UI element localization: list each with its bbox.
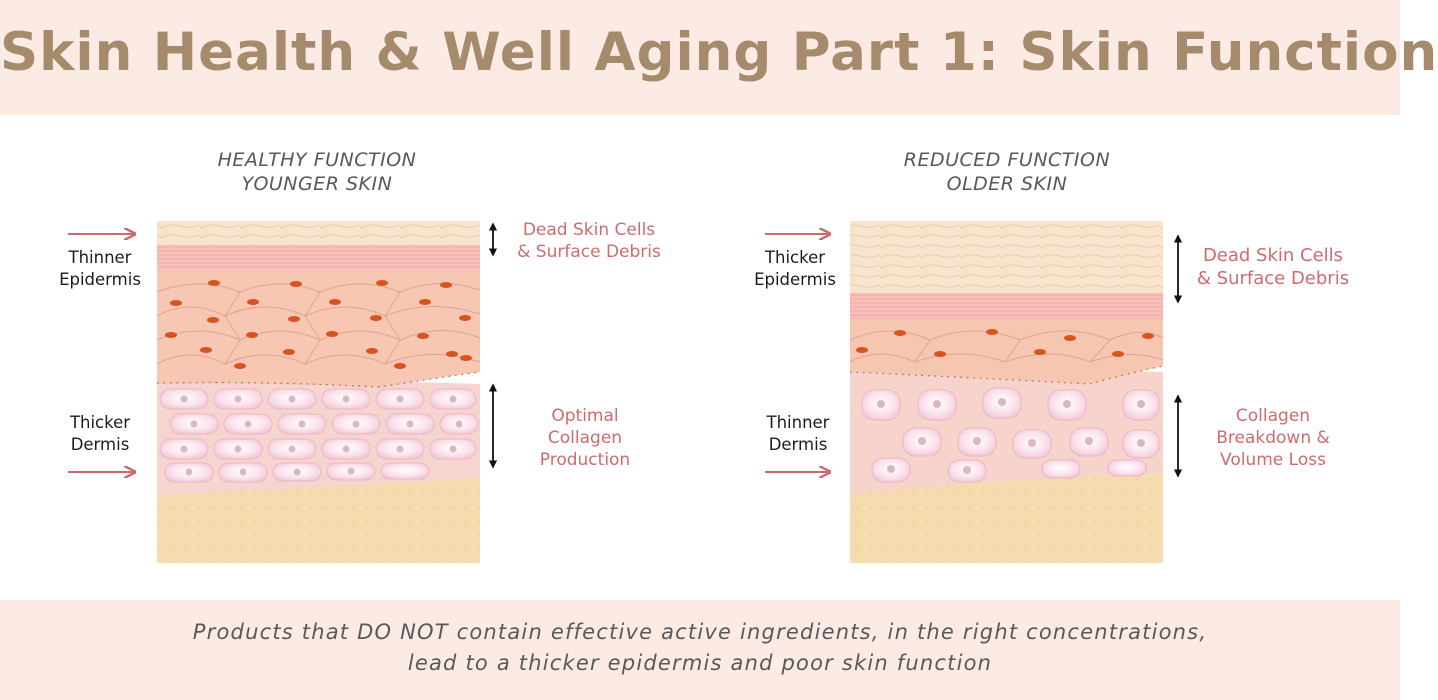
right-surface-layer xyxy=(850,221,1163,293)
footer-banner xyxy=(0,600,1400,700)
left-skin-cross-section xyxy=(156,221,481,563)
left-epidermis-label-line1: Thinner xyxy=(68,248,132,267)
right-surface-note: Dead Skin Cells & Surface Debris xyxy=(1183,244,1363,290)
left-collagen-note-line3: Production xyxy=(539,450,631,470)
header-banner xyxy=(0,0,1400,115)
right-collagen-note-line3: Volume Loss xyxy=(1220,450,1326,470)
right-heading-line1: REDUCED FUNCTION xyxy=(903,149,1111,171)
right-stratum-band xyxy=(850,292,1163,319)
left-epidermis-label-line2: Epidermis xyxy=(59,270,141,289)
skin-diagrams xyxy=(68,221,1183,563)
left-surface-note-line2: & Surface Debris xyxy=(517,242,661,262)
right-skin-cross-section xyxy=(849,221,1164,563)
page-title: Skin Health & Well Aging Part 1: Skin Fu… xyxy=(0,22,1438,83)
left-collagen-note-line1: Optimal xyxy=(551,406,619,426)
left-heading-line2: YOUNGER SKIN xyxy=(241,173,393,195)
right-collagen-note-line1: Collagen xyxy=(1235,406,1311,426)
left-surface-note: Dead Skin Cells & Surface Debris xyxy=(500,219,678,263)
footer-line1: Products that DO NOT contain effective a… xyxy=(192,620,1208,644)
left-surface-note-line1: Dead Skin Cells xyxy=(522,220,656,240)
left-heading-line1: HEALTHY FUNCTION xyxy=(217,149,417,171)
left-epidermis-label: Thinner Epidermis xyxy=(40,247,160,291)
left-collagen-note-line2: Collagen xyxy=(547,428,623,448)
left-surface-layer xyxy=(157,221,480,245)
right-collagen-cells xyxy=(861,387,1160,483)
left-stratum-band xyxy=(157,244,480,269)
right-epidermis-nuclei xyxy=(856,329,1154,357)
right-collagen-note: Collagen Breakdown & Volume Loss xyxy=(1198,405,1348,471)
right-surface-note-line2: & Surface Debris xyxy=(1196,268,1350,289)
right-panel-heading: REDUCED FUNCTION OLDER SKIN xyxy=(877,148,1137,196)
right-dermis-label: Thinner Dermis xyxy=(738,412,858,456)
footer-line2: lead to a thicker epidermis and poor ski… xyxy=(407,651,993,675)
right-collagen-note-line2: Breakdown & xyxy=(1216,428,1330,448)
right-epidermis-label: Thicker Epidermis xyxy=(735,247,855,291)
right-heading-line2: OLDER SKIN xyxy=(946,173,1068,195)
left-collagen-cells xyxy=(159,388,479,483)
left-epidermis-nuclei xyxy=(165,280,472,369)
right-surface-note-line1: Dead Skin Cells xyxy=(1202,245,1344,266)
right-epidermis-label-line1: Thicker xyxy=(764,248,826,267)
left-panel-heading: HEALTHY FUNCTION YOUNGER SKIN xyxy=(197,148,437,196)
left-collagen-note: Optimal Collagen Production xyxy=(510,405,660,471)
left-dermis-label-line1: Thicker xyxy=(69,413,131,432)
left-dermis-label: Thicker Dermis xyxy=(40,412,160,456)
left-epidermis xyxy=(157,265,480,388)
left-dermis-label-line2: Dermis xyxy=(70,435,130,454)
right-epidermis-label-line2: Epidermis xyxy=(754,270,836,289)
right-dermis-label-line1: Thinner xyxy=(766,413,830,432)
right-dermis-label-line2: Dermis xyxy=(768,435,828,454)
left-basement-membrane xyxy=(156,371,481,388)
